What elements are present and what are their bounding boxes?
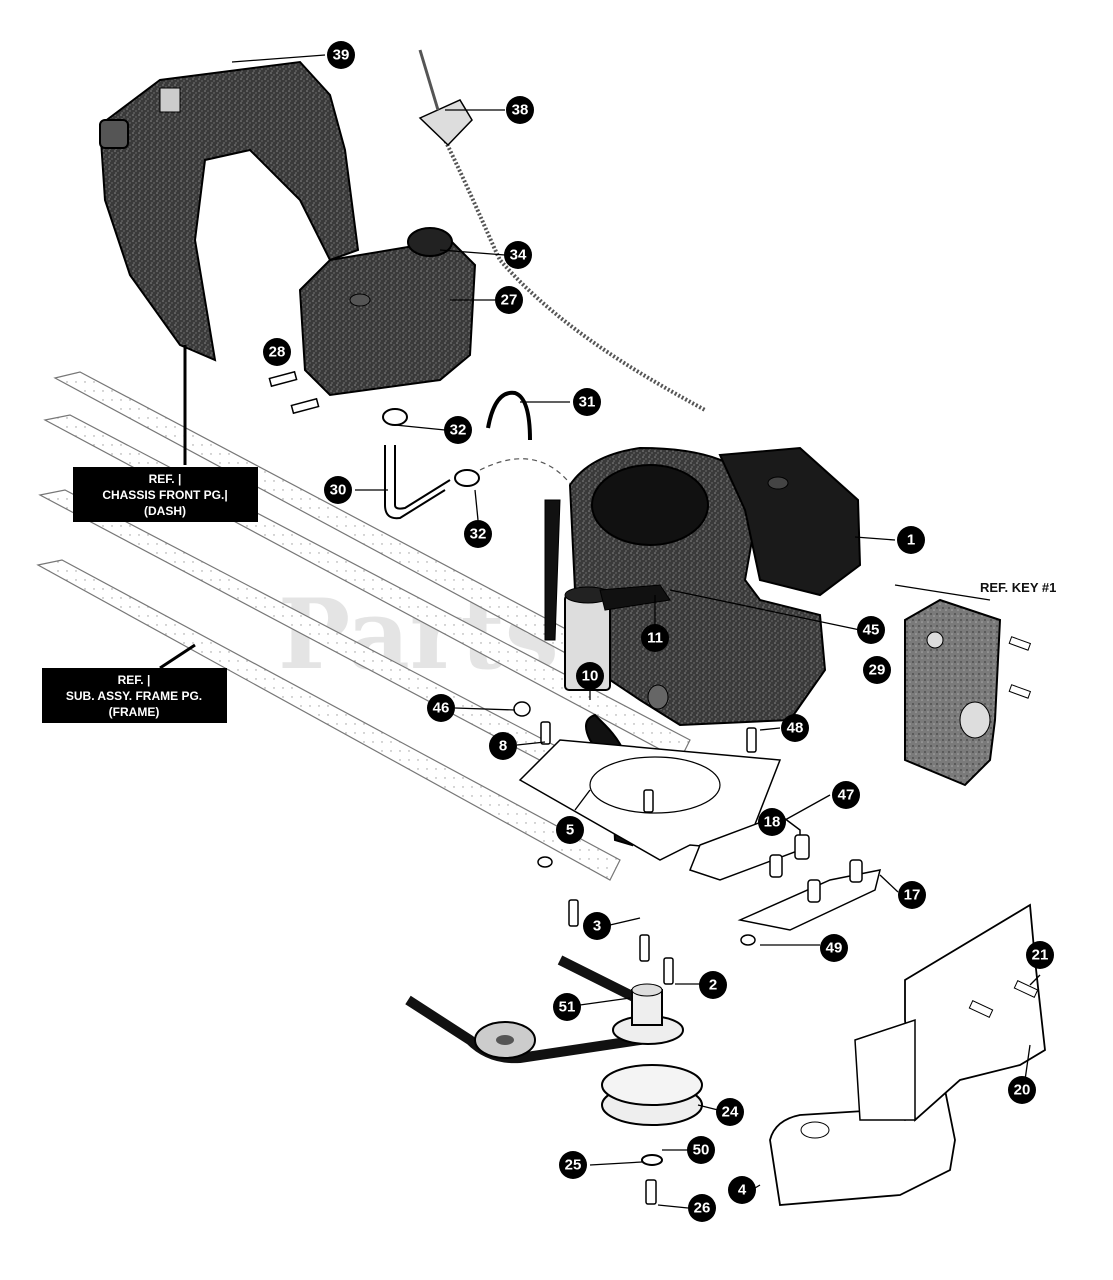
callout-20: 20 — [1008, 1076, 1036, 1104]
callout-25: 25 — [559, 1151, 587, 1179]
svg-text:49: 49 — [826, 940, 843, 957]
callout-28: 28 — [263, 338, 291, 366]
svg-text:39: 39 — [333, 47, 350, 64]
callout-51: 51 — [553, 993, 581, 1021]
callout-17: 17 — [898, 881, 926, 909]
svg-text:32: 32 — [450, 422, 467, 439]
callout-48: 48 — [781, 714, 809, 742]
callout-10: 10 — [576, 662, 604, 690]
bolts — [513, 701, 757, 985]
belt-pulleys — [405, 955, 703, 1205]
svg-text:48: 48 — [787, 720, 804, 737]
svg-text:32: 32 — [470, 526, 487, 543]
svg-text:45: 45 — [863, 622, 880, 639]
cable-bracket — [418, 99, 473, 147]
svg-text:28: 28 — [269, 344, 286, 361]
svg-text:5: 5 — [566, 822, 574, 839]
callout-18: 18 — [758, 808, 786, 836]
ref-frame-line2: SUB. ASSY. FRAME PG. — [66, 689, 202, 703]
fuel-tank — [298, 227, 477, 397]
ref-box-frame: REF. | SUB. ASSY. FRAME PG. (FRAME) — [42, 668, 227, 723]
svg-text:24: 24 — [722, 1104, 739, 1121]
svg-text:17: 17 — [904, 887, 921, 904]
heat-shield — [904, 598, 1032, 787]
callout-32-bottom: 32 — [464, 520, 492, 548]
svg-text:11: 11 — [647, 630, 663, 647]
svg-text:20: 20 — [1014, 1082, 1031, 1099]
svg-text:25: 25 — [565, 1157, 582, 1174]
callout-45: 45 — [857, 616, 885, 644]
ref-frame-line1: REF. | — [118, 673, 151, 687]
svg-text:38: 38 — [512, 102, 529, 119]
svg-text:31: 31 — [579, 394, 596, 411]
svg-text:27: 27 — [501, 292, 518, 309]
ref-dash-line2: CHASSIS FRONT PG.| — [102, 488, 227, 502]
svg-text:3: 3 — [593, 918, 601, 935]
callout-3: 3 — [583, 912, 611, 940]
callout-27: 27 — [495, 286, 523, 314]
callout-5: 5 — [556, 816, 584, 844]
svg-text:4: 4 — [738, 1182, 747, 1199]
callout-2: 2 — [699, 971, 727, 999]
callout-50: 50 — [687, 1136, 715, 1164]
callout-47: 47 — [832, 781, 860, 809]
svg-text:51: 51 — [559, 999, 576, 1016]
svg-text:30: 30 — [330, 482, 347, 499]
ref-dash-line3: (DASH) — [144, 504, 186, 518]
ref-box-dash: REF. | CHASSIS FRONT PG.| (DASH) — [73, 467, 258, 522]
callout-1: 1 — [897, 526, 925, 554]
svg-text:47: 47 — [838, 787, 855, 804]
callout-30: 30 — [324, 476, 352, 504]
ref-key-1-label: REF. KEY #1 — [980, 580, 1056, 595]
callout-8: 8 — [489, 732, 517, 760]
callout-26: 26 — [688, 1194, 716, 1222]
svg-text:50: 50 — [693, 1142, 710, 1159]
svg-text:21: 21 — [1032, 947, 1049, 964]
svg-text:29: 29 — [869, 662, 886, 679]
callouts: 1 2 3 4 5 8 10 11 17 18 20 21 24 25 26 2… — [263, 41, 1054, 1222]
callout-29: 29 — [863, 656, 891, 684]
svg-text:8: 8 — [499, 738, 507, 755]
dash-shroud — [98, 60, 360, 362]
svg-text:18: 18 — [764, 814, 781, 831]
callout-49: 49 — [820, 934, 848, 962]
callout-46: 46 — [427, 694, 455, 722]
callout-4: 4 — [728, 1176, 756, 1204]
tank-screws — [268, 370, 320, 415]
fuel-hose — [382, 390, 532, 520]
svg-text:34: 34 — [510, 247, 527, 264]
ref-frame-line3: (FRAME) — [109, 705, 160, 719]
callout-24: 24 — [716, 1098, 744, 1126]
callout-11: 11 — [641, 624, 669, 652]
callout-32-top: 32 — [444, 416, 472, 444]
ref-dash-line1: REF. | — [149, 472, 182, 486]
throttle-cable — [438, 129, 706, 412]
svg-text:10: 10 — [582, 668, 599, 685]
callout-31: 31 — [573, 388, 601, 416]
svg-text:26: 26 — [694, 1200, 711, 1217]
callout-21: 21 — [1026, 941, 1054, 969]
callout-38: 38 — [506, 96, 534, 124]
svg-text:2: 2 — [709, 977, 717, 994]
svg-text:1: 1 — [907, 532, 915, 549]
dashed-fuel-route — [479, 458, 576, 491]
callout-39: 39 — [327, 41, 355, 69]
callout-34: 34 — [504, 241, 532, 269]
svg-text:46: 46 — [433, 700, 450, 717]
muffler-assembly — [769, 903, 1046, 1206]
